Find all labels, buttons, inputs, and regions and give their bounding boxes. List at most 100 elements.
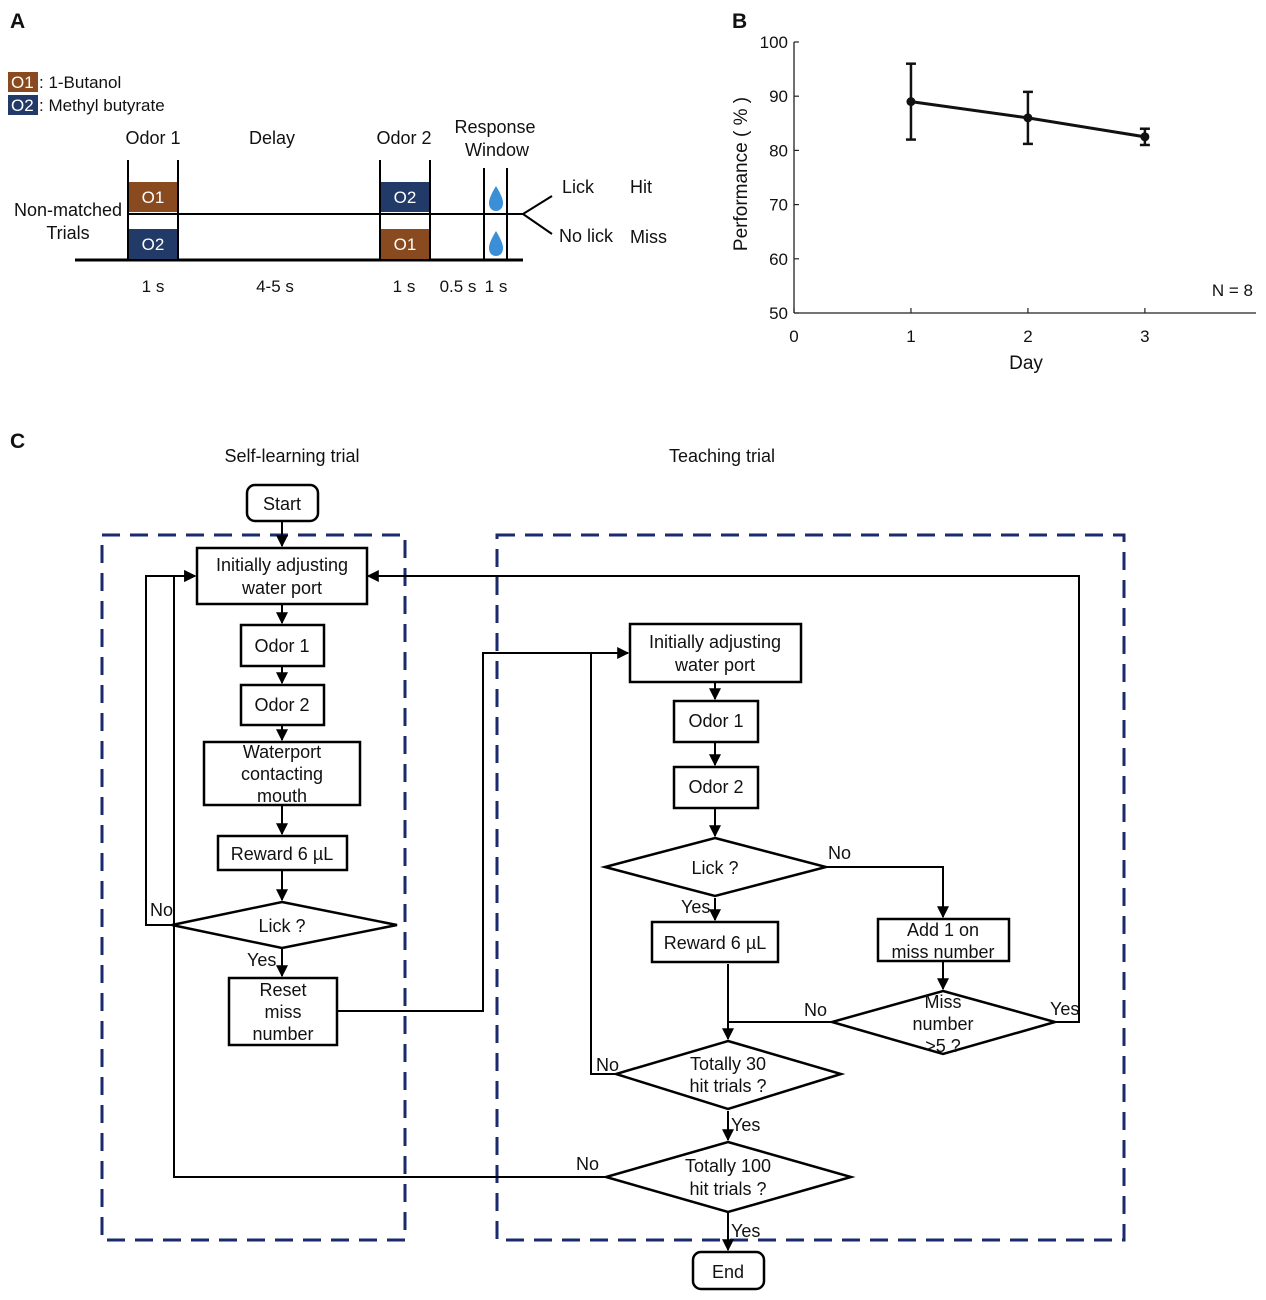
teach-hit30-decision <box>611 1039 846 1111</box>
title-self-learning: Self-learning trial <box>224 446 359 466</box>
block-second-top-label: O2 <box>394 188 417 207</box>
teach-odor2-box <box>672 765 760 810</box>
block-first-top-label: O1 <box>142 188 165 207</box>
header-odor1: Odor 1 <box>125 128 180 148</box>
teach-lick-label: Lick ? <box>691 858 738 878</box>
self-odor1-label: Odor 1 <box>254 636 309 656</box>
panel-c: C Self-learning trial Teaching trial <box>10 430 1126 1291</box>
teach-hit30-line2: hit trials ? <box>689 1076 766 1096</box>
panel-c-letter: C <box>10 430 25 453</box>
block-first-bottom <box>129 229 177 259</box>
branch-lick-line <box>522 195 553 215</box>
data-point <box>906 97 916 107</box>
teach-reward-label: Reward 6 µL <box>664 933 766 953</box>
teach-reward-box <box>650 920 780 964</box>
panel-b-letter: B <box>732 10 747 33</box>
teach-odor1-label: Odor 1 <box>688 711 743 731</box>
self-learning-region <box>100 533 407 1242</box>
teach-miss-decision <box>827 989 1060 1056</box>
teach-odor1-box <box>672 699 760 744</box>
self-reset-line2: miss <box>265 1002 302 1022</box>
x-axis-label: Day <box>1009 353 1043 374</box>
self-waterport-line3: mouth <box>257 786 307 806</box>
header-response-line2: Window <box>465 140 530 160</box>
legend-o1-label: : 1-Butanol <box>39 73 121 92</box>
header-delay: Delay <box>249 128 295 148</box>
teach-miss-line3: >5 ? <box>925 1036 961 1056</box>
teach-add-line1: Add 1 on <box>907 920 979 940</box>
duration-odor2: 1 s <box>393 277 416 296</box>
teach-hit100-line1: Totally 100 <box>685 1156 771 1176</box>
teach-lick-yes: Yes <box>681 897 710 917</box>
self-lick-decision <box>171 900 398 950</box>
n-annotation: N = 8 <box>1212 281 1253 300</box>
duration-window: 1 s <box>485 277 508 296</box>
title-teaching: Teaching trial <box>669 446 775 466</box>
block-second-top <box>381 182 429 212</box>
outcome-no-lick: No lick <box>559 226 614 246</box>
duration-delay: 4-5 s <box>256 277 294 296</box>
self-reward-box <box>216 834 349 872</box>
start-node <box>245 483 320 523</box>
header-response-line1: Response <box>454 117 535 137</box>
teach-hit30-yes: Yes <box>731 1115 760 1135</box>
self-reset-line1: Reset <box>259 980 306 1000</box>
legend-o1-code: O1 <box>11 73 34 92</box>
self-adjust-line2: water port <box>241 578 322 598</box>
duration-gap: 0.5 s <box>440 277 477 296</box>
panel-a-letter: A <box>10 10 25 33</box>
teach-adjust-line1: Initially adjusting <box>649 632 781 652</box>
self-reset-box <box>227 976 339 1047</box>
outcome-miss: Miss <box>630 227 667 247</box>
x-tick-label: 0 <box>789 327 798 346</box>
legend-o2-swatch <box>8 95 38 115</box>
panel-a: A O1 : 1-Butanol O2 : Methyl butyrate Od… <box>8 10 667 296</box>
self-adjust-box <box>195 546 369 606</box>
y-tick-label: 80 <box>769 141 788 160</box>
teach-add-line2: miss number <box>891 942 994 962</box>
end-node <box>691 1250 766 1291</box>
y-tick-label: 100 <box>760 33 788 52</box>
teach-adjust-line2: water port <box>674 655 755 675</box>
legend-o2-label: : Methyl butyrate <box>39 96 165 115</box>
data-point <box>1140 132 1150 142</box>
water-drop-icon <box>489 186 503 211</box>
outcome-lick: Lick <box>562 177 595 197</box>
trial-label-line1: Non-matched <box>14 200 122 220</box>
block-first-top <box>129 182 177 212</box>
block-second-bottom-label: O1 <box>394 235 417 254</box>
teach-hit100-line2: hit trials ? <box>689 1179 766 1199</box>
start-label: Start <box>263 494 301 514</box>
teach-lick-decision <box>600 836 831 898</box>
self-lick-yes: Yes <box>247 950 276 970</box>
self-adjust-line1: Initially adjusting <box>216 555 348 575</box>
self-waterport-line1: Waterport <box>243 742 321 762</box>
block-first-bottom-label: O2 <box>142 235 165 254</box>
teach-miss-line2: number <box>912 1014 973 1034</box>
y-tick-label: 60 <box>769 250 788 269</box>
y-tick-label: 90 <box>769 87 788 106</box>
self-waterport-line2: contacting <box>241 764 323 784</box>
x-tick-label: 1 <box>906 327 915 346</box>
self-reward-label: Reward 6 µL <box>231 844 333 864</box>
teach-hit100-yes: Yes <box>731 1221 760 1241</box>
teach-odor2-label: Odor 2 <box>688 777 743 797</box>
x-tick-label: 2 <box>1023 327 1032 346</box>
self-lick-no: No <box>150 900 173 920</box>
teach-hit30-no: No <box>596 1055 619 1075</box>
duration-odor1: 1 s <box>142 277 165 296</box>
outcome-hit: Hit <box>630 177 652 197</box>
teach-miss-yes: Yes <box>1050 999 1079 1019</box>
trial-label-line2: Trials <box>46 223 89 243</box>
self-reset-line3: number <box>252 1024 313 1044</box>
branch-nolick-line <box>522 213 553 235</box>
flow-connectors <box>145 521 1080 1252</box>
teaching-region <box>495 533 1126 1242</box>
self-odor1-box <box>239 623 326 668</box>
teach-lick-no: No <box>828 843 851 863</box>
data-point <box>1023 113 1033 123</box>
teach-hit30-line1: Totally 30 <box>690 1054 766 1074</box>
self-odor2-box <box>239 683 326 727</box>
